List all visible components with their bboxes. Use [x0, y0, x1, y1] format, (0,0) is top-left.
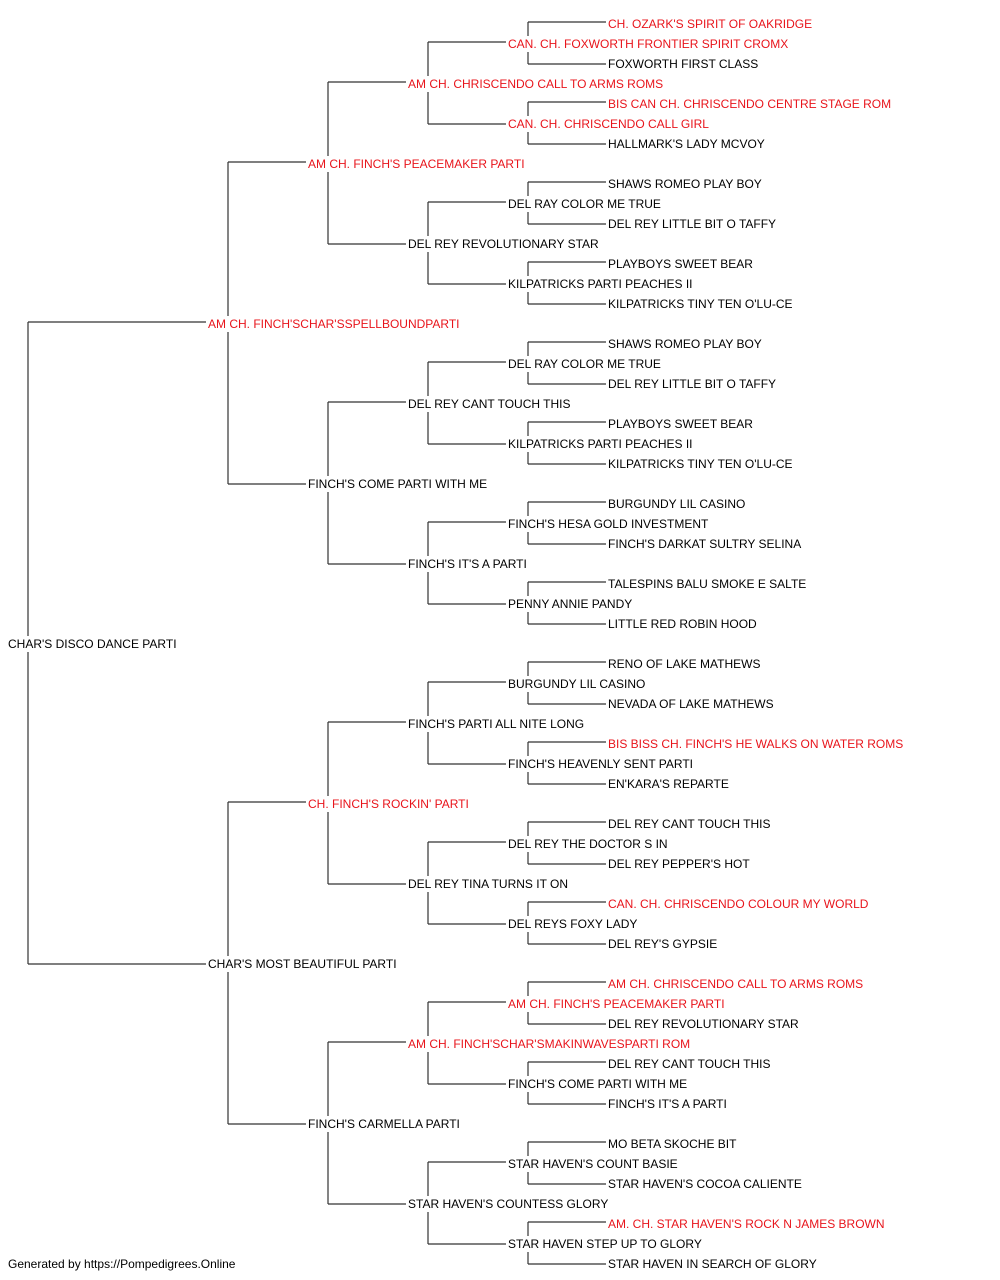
pedigree-name-gen-5: STAR HAVEN'S COCOA CALIENTE: [608, 1177, 802, 1191]
pedigree-name-gen-3: AM CH. FINCH'SCHAR'SMAKINWAVESPARTI ROM: [408, 1037, 691, 1051]
pedigree-name-gen-5: AM CH. CHRISCENDO CALL TO ARMS ROMS: [608, 977, 864, 991]
pedigree-name-gen-5: SHAWS ROMEO PLAY BOY: [608, 337, 762, 351]
pedigree-name-gen-5: MO BETA SKOCHE BIT: [608, 1137, 737, 1151]
pedigree-name-gen-5: BURGUNDY LIL CASINO: [608, 497, 746, 511]
pedigree-name-gen-4: AM CH. FINCH'S PEACEMAKER PARTI: [508, 997, 725, 1011]
pedigree-name-gen-5: STAR HAVEN IN SEARCH OF GLORY: [608, 1257, 817, 1271]
pedigree-name-gen-4: KILPATRICKS PARTI PEACHES II: [508, 437, 693, 451]
pedigree-name-gen-5: PLAYBOYS SWEET BEAR: [608, 417, 753, 431]
pedigree-name-gen-4: DEL REYS FOXY LADY: [508, 917, 638, 931]
pedigree-name-gen-5: FINCH'S DARKAT SULTRY SELINA: [608, 537, 802, 551]
pedigree-name-gen-5: DEL REY REVOLUTIONARY STAR: [608, 1017, 799, 1031]
pedigree-name-gen-5: AM. CH. STAR HAVEN'S ROCK N JAMES BROWN: [608, 1217, 885, 1231]
pedigree-name-gen-5: FOXWORTH FIRST CLASS: [608, 57, 759, 71]
pedigree-name-gen-4: CAN. CH. FOXWORTH FRONTIER SPIRIT CROMX: [508, 37, 789, 51]
pedigree-name-gen-5: BIS BISS CH. FINCH'S HE WALKS ON WATER R…: [608, 737, 904, 751]
pedigree-name-gen-3: DEL REY TINA TURNS IT ON: [408, 877, 569, 891]
pedigree-name-gen-3: DEL REY REVOLUTIONARY STAR: [408, 237, 599, 251]
pedigree-name-gen-1: CHAR'S MOST BEAUTIFUL PARTI: [208, 957, 397, 971]
pedigree-name-gen-4: BURGUNDY LIL CASINO: [508, 677, 646, 691]
pedigree-name-gen-4: FINCH'S HEAVENLY SENT PARTI: [508, 757, 694, 771]
pedigree-name-gen-4: DEL RAY COLOR ME TRUE: [508, 357, 661, 371]
pedigree-name-gen-5: DEL REY LITTLE BIT O TAFFY: [608, 377, 777, 391]
pedigree-name-gen-2: FINCH'S CARMELLA PARTI: [308, 1117, 460, 1131]
pedigree-name-gen-0: CHAR'S DISCO DANCE PARTI: [8, 637, 177, 651]
pedigree-name-gen-5: KILPATRICKS TINY TEN O'LU-CE: [608, 457, 793, 471]
pedigree-name-gen-4: DEL RAY COLOR ME TRUE: [508, 197, 661, 211]
pedigree-name-gen-5: FINCH'S IT'S A PARTI: [608, 1097, 727, 1111]
pedigree-name-gen-4: FINCH'S COME PARTI WITH ME: [508, 1077, 688, 1091]
pedigree-name-gen-5: DEL REY'S GYPSIE: [608, 937, 718, 951]
pedigree-name-gen-5: DEL REY CANT TOUCH THIS: [608, 1057, 771, 1071]
pedigree-name-gen-3: DEL REY CANT TOUCH THIS: [408, 397, 571, 411]
footer-credit: Generated by https://Pompedigrees.Online: [8, 1257, 236, 1271]
pedigree-name-gen-5: PLAYBOYS SWEET BEAR: [608, 257, 753, 271]
pedigree-name-gen-5: NEVADA OF LAKE MATHEWS: [608, 697, 774, 711]
pedigree-name-gen-4: KILPATRICKS PARTI PEACHES II: [508, 277, 693, 291]
pedigree-name-gen-3: AM CH. CHRISCENDO CALL TO ARMS ROMS: [408, 77, 664, 91]
pedigree-name-gen-1: AM CH. FINCH'SCHAR'SSPELLBOUNDPARTI: [208, 317, 460, 331]
pedigree-name-gen-4: STAR HAVEN STEP UP TO GLORY: [508, 1237, 702, 1251]
pedigree-name-gen-5: KILPATRICKS TINY TEN O'LU-CE: [608, 297, 793, 311]
pedigree-name-gen-3: FINCH'S IT'S A PARTI: [408, 557, 527, 571]
pedigree-name-gen-4: DEL REY THE DOCTOR S IN: [508, 837, 668, 851]
pedigree-name-gen-5: RENO OF LAKE MATHEWS: [608, 657, 761, 671]
pedigree-name-gen-5: CAN. CH. CHRISCENDO COLOUR MY WORLD: [608, 897, 869, 911]
pedigree-name-gen-2: CH. FINCH'S ROCKIN' PARTI: [308, 797, 469, 811]
pedigree-name-gen-5: BIS CAN CH. CHRISCENDO CENTRE STAGE ROM: [608, 97, 892, 111]
pedigree-name-gen-2: AM CH. FINCH'S PEACEMAKER PARTI: [308, 157, 525, 171]
pedigree-name-gen-4: PENNY ANNIE PANDY: [508, 597, 633, 611]
pedigree-name-gen-5: HALLMARK'S LADY MCVOY: [608, 137, 765, 151]
pedigree-name-gen-4: CAN. CH. CHRISCENDO CALL GIRL: [508, 117, 709, 131]
pedigree-name-gen-5: TALESPINS BALU SMOKE E SALTE: [608, 577, 807, 591]
pedigree-name-gen-5: LITTLE RED ROBIN HOOD: [608, 617, 757, 631]
pedigree-name-gen-4: STAR HAVEN'S COUNT BASIE: [508, 1157, 678, 1171]
pedigree-name-gen-5: SHAWS ROMEO PLAY BOY: [608, 177, 762, 191]
pedigree-name-gen-3: STAR HAVEN'S COUNTESS GLORY: [408, 1197, 609, 1211]
pedigree-name-gen-5: EN'KARA'S REPARTE: [608, 777, 729, 791]
pedigree-name-gen-5: DEL REY PEPPER'S HOT: [608, 857, 750, 871]
pedigree-name-gen-5: DEL REY LITTLE BIT O TAFFY: [608, 217, 777, 231]
pedigree-name-gen-3: FINCH'S PARTI ALL NITE LONG: [408, 717, 585, 731]
pedigree-name-gen-5: DEL REY CANT TOUCH THIS: [608, 817, 771, 831]
pedigree-name-gen-2: FINCH'S COME PARTI WITH ME: [308, 477, 488, 491]
pedigree-name-gen-4: FINCH'S HESA GOLD INVESTMENT: [508, 517, 709, 531]
pedigree-name-gen-5: CH. OZARK'S SPIRIT OF OAKRIDGE: [608, 17, 813, 31]
